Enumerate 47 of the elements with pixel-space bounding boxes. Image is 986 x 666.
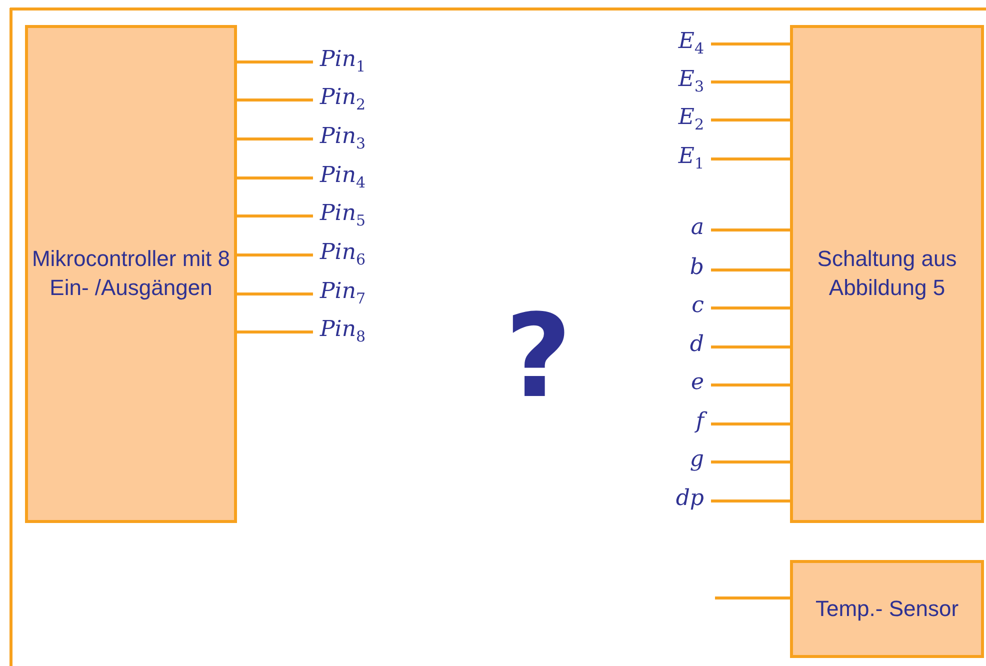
block-label: Temp.- Sensor <box>815 594 959 623</box>
pin-line <box>711 460 790 464</box>
block-box <box>790 560 984 658</box>
pin-line <box>237 138 313 140</box>
pin-label: c <box>692 295 704 317</box>
block-label: Schaltung aus Abbildung 5 <box>816 245 958 302</box>
pin-line <box>711 80 790 84</box>
pin-label: E$_{1}$ <box>678 146 704 172</box>
pin-line <box>711 118 790 122</box>
pin-line <box>711 500 790 502</box>
pin-label: d <box>690 334 704 356</box>
pin-label: E$_{3}$ <box>678 69 704 94</box>
pin-line <box>711 422 790 426</box>
pin-line <box>711 268 790 272</box>
block-box <box>25 25 237 523</box>
pin-label: Pin$_{2}$ <box>320 87 366 112</box>
pin-label: Pin$_{7}$ <box>320 281 366 306</box>
pin-label: Pin$_{1}$ <box>320 49 366 74</box>
pin-label: dp <box>676 488 704 510</box>
pin-line <box>711 42 790 46</box>
pin-label: Pin$_{8}$ <box>320 319 366 344</box>
pin-line <box>237 98 313 102</box>
pin-line <box>711 384 790 386</box>
pin-line <box>237 60 313 64</box>
pin-line <box>711 306 790 310</box>
question-mark: ? <box>505 300 572 415</box>
pin-line <box>237 214 313 218</box>
pin-label: e <box>690 372 704 394</box>
pin-line <box>237 254 313 256</box>
pin-line <box>237 330 313 334</box>
pin-line <box>711 228 790 232</box>
pin-label: E$_{4}$ <box>678 31 704 56</box>
pin-label: Pin$_{5}$ <box>320 203 366 228</box>
block-label: Mikrocontroller mit 8 Ein- /Ausgängen <box>30 245 232 302</box>
pin-label: E$_{2}$ <box>678 107 704 132</box>
pin-label: b <box>690 257 704 279</box>
pin-label: Pin$_{4}$ <box>320 165 366 190</box>
pin-label: Pin$_{3}$ <box>320 126 366 152</box>
pin-label: g <box>690 449 704 471</box>
pin-line <box>237 292 313 296</box>
pin-label: a <box>690 217 704 239</box>
block-box <box>790 25 984 523</box>
pin-line <box>711 346 790 348</box>
pin-line <box>715 596 790 600</box>
pin-line <box>237 176 313 180</box>
pin-line <box>711 158 790 160</box>
pin-label: Pin$_{6}$ <box>320 242 366 268</box>
